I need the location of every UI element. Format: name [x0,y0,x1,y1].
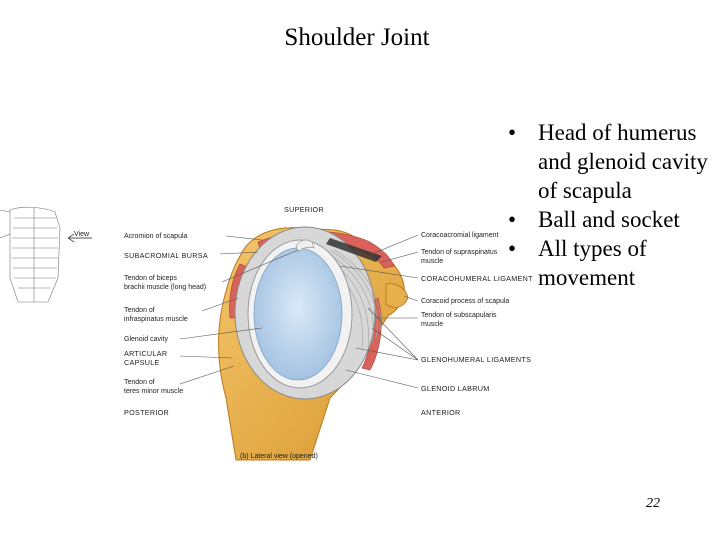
coracoacromial-ligament [326,238,382,262]
label-glenoid-cavity: Glenoid cavity [124,336,168,343]
label-glenoid-labrum: GLENOID LABRUM [421,384,490,393]
slide-title: Shoulder Joint [284,24,430,51]
right-leader-lines [339,234,419,389]
bullet-item: All types of movement [508,234,713,292]
label-coracohumeral: CORACOHUMERAL LIGAMENT [421,274,533,283]
label-articular-capsule-2: CAPSULE [124,358,160,367]
skeleton-thumbnail [0,206,61,303]
page-number: 22 [646,496,660,511]
label-posterior: POSTERIOR [124,408,169,417]
biceps-tendon [295,239,315,253]
label-acromion: Acromion of scapula [124,233,188,240]
shoulder-joint-diagram: View SUPERIOR [0,205,533,461]
label-anterior: ANTERIOR [421,408,461,417]
left-leader-lines [179,235,299,385]
label-biceps-tendon-1: Tendon of biceps [124,275,177,282]
label-teres-minor-1: Tendon of [124,379,155,386]
label-biceps-tendon-2: brachii muscle (long head) [124,284,206,291]
superior-label: SUPERIOR [284,205,324,214]
label-subscapularis-1: Tendon of subscapularis [421,312,497,319]
view-arrow [67,233,92,243]
label-infraspinatus-1: Tendon of [124,307,155,314]
bullet-list: Head of humerus and glenoid cavity of sc… [508,118,713,292]
label-coracoid-process: Coracoid process of scapula [421,298,509,305]
label-infraspinatus-2: infraspinatus muscle [124,316,188,323]
label-subscapularis-2: muscle [421,321,443,328]
label-articular-capsule-1: ARTICULAR [124,349,167,358]
label-glenohumeral-ligaments: GLENOHUMERAL LIGAMENTS [421,355,531,364]
label-supraspinatus-2: muscle [421,258,443,265]
label-teres-minor-2: teres minor muscle [124,388,183,395]
bullet-item: Head of humerus and glenoid cavity of sc… [508,118,713,205]
label-subacromial-bursa: SUBACROMIAL BURSA [124,251,208,260]
bullet-item: Ball and socket [508,205,713,234]
label-supraspinatus-1: Tendon of supraspinatus [421,249,498,256]
diagram-caption: (b) Lateral view (opened) [240,453,318,460]
glenoid-cavity [253,247,343,381]
label-coracoacromial: Coracoacromial ligament [421,232,498,239]
view-label: View [74,231,90,238]
